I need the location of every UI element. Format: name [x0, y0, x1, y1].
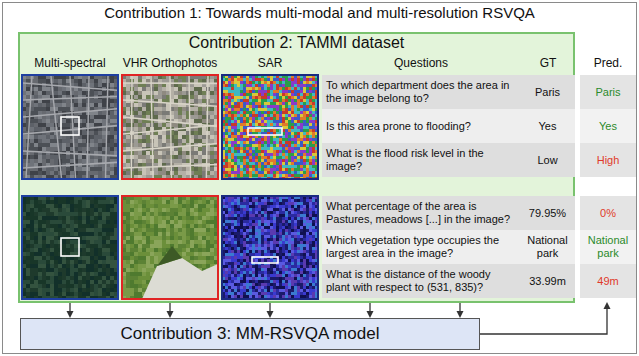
node-heading: Contribution 3: MM-RSVQA model [121, 324, 380, 344]
node-heading: Contribution 1: Towards multi-modal and … [0, 4, 639, 21]
node-heading: Contribution 2: TAMMI dataset [18, 34, 575, 52]
